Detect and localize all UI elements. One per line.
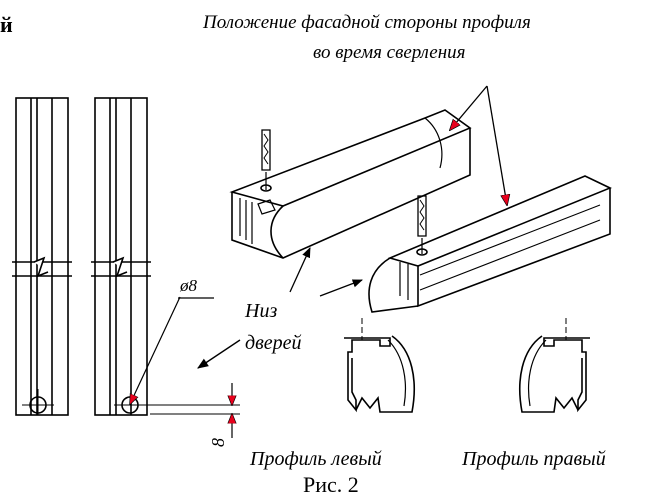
heading-fragment: й <box>0 12 13 37</box>
figure-caption: Рис. 2 <box>303 472 359 497</box>
bottom-label-line1: Низ <box>245 300 278 322</box>
section-profile-right <box>519 318 590 413</box>
arrow-bottom-lower <box>319 279 363 297</box>
profile-right-label: Профиль правый <box>462 448 606 470</box>
dimension-label: ø8 <box>180 276 197 295</box>
arrow-bottom-upper <box>289 247 311 293</box>
profile-strip-left <box>12 97 72 416</box>
profile-left-label: Профиль левый <box>250 448 382 470</box>
profile-3d-lower <box>368 175 612 313</box>
bottom-label-line2: дверей <box>245 332 302 354</box>
caption-leaders <box>450 85 507 205</box>
hole-dimension <box>130 296 240 438</box>
profile-3d-upper <box>229 109 472 259</box>
caption-top-line1: Положение фасадной стороны профиля <box>203 12 531 33</box>
profile-strip-right <box>91 97 151 416</box>
section-profile-left <box>344 318 415 413</box>
arrow-to-strip <box>197 339 241 369</box>
caption-top-line2: во время сверления <box>313 42 466 63</box>
